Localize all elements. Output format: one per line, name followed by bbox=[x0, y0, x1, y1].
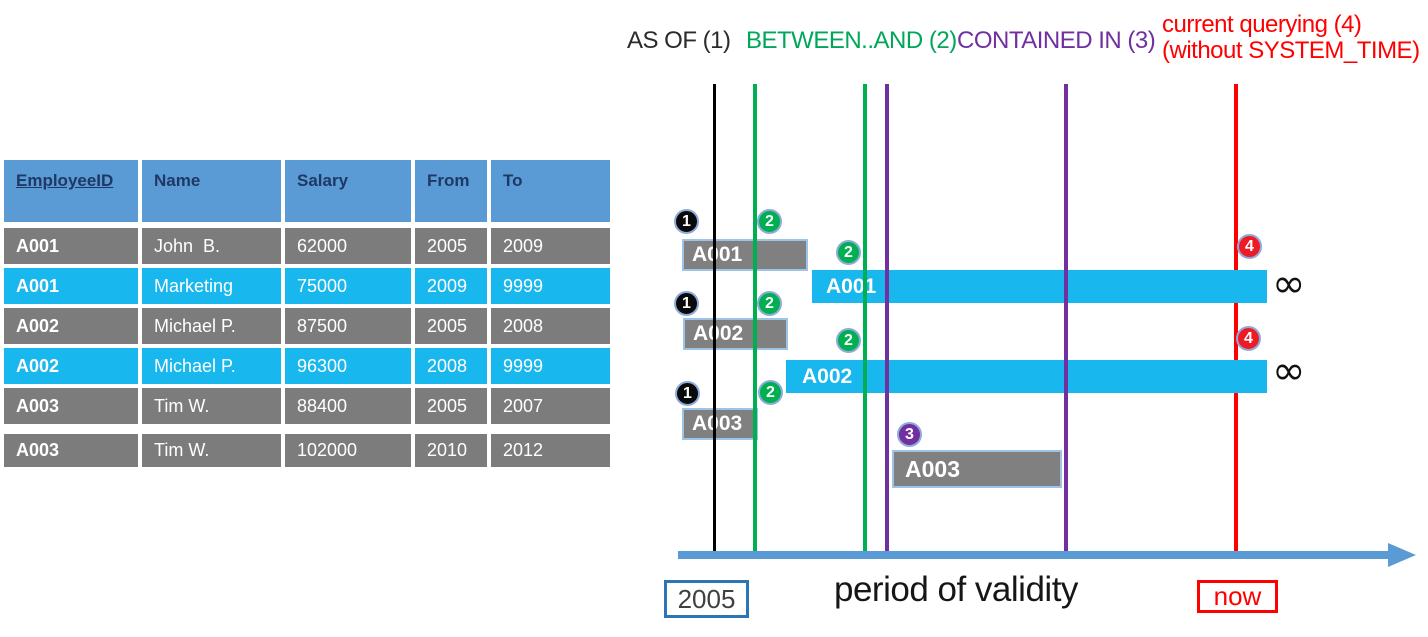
badge-2-icon: 2 bbox=[836, 240, 861, 265]
badge-1-icon: 1 bbox=[674, 209, 699, 234]
table-row: A001 John B. 62000 2005 2009 bbox=[4, 228, 610, 264]
table-header-row: EmployeeID Name Salary From To bbox=[4, 160, 610, 222]
timeline-bar-a002-historic: A002 bbox=[683, 318, 788, 350]
column-header-from: From bbox=[415, 160, 487, 222]
badge-1-icon: 1 bbox=[675, 381, 700, 406]
employee-table: EmployeeID Name Salary From To A001 John… bbox=[4, 160, 610, 471]
badge-1-icon: 1 bbox=[674, 291, 699, 316]
cell-to: 2012 bbox=[491, 434, 610, 467]
cell-employeeid: A003 bbox=[4, 388, 138, 424]
time-axis-arrowhead-icon bbox=[1388, 543, 1416, 567]
axis-start-year-box: 2005 bbox=[664, 580, 749, 618]
cell-to: 2009 bbox=[491, 228, 610, 264]
column-header-salary: Salary bbox=[285, 160, 411, 222]
badge-2-icon: 2 bbox=[757, 209, 782, 234]
axis-now-box: now bbox=[1197, 580, 1278, 613]
cell-salary: 62000 bbox=[285, 228, 411, 264]
column-header-name: Name bbox=[142, 160, 281, 222]
badge-2-icon: 2 bbox=[836, 328, 861, 353]
timeline-bar-a002-current: A002 bbox=[786, 360, 1267, 393]
cell-to: 2008 bbox=[491, 308, 610, 344]
cell-name: Tim W. bbox=[142, 434, 281, 467]
cell-employeeid: A001 bbox=[4, 268, 138, 304]
column-header-employeeid: EmployeeID bbox=[4, 160, 138, 222]
cell-employeeid: A002 bbox=[4, 308, 138, 344]
cell-salary: 102000 bbox=[285, 434, 411, 467]
timeline-bar-a003-historic2: A003 bbox=[892, 450, 1062, 488]
table-row: A002 Michael P. 87500 2005 2008 bbox=[4, 308, 610, 344]
column-header-to: To bbox=[491, 160, 610, 222]
legend-current-querying-line1: current querying (4) bbox=[1162, 11, 1362, 38]
bar-label: A002 bbox=[693, 322, 744, 345]
cell-to: 2007 bbox=[491, 388, 610, 424]
cell-from: 2005 bbox=[415, 308, 487, 344]
cell-to: 9999 bbox=[491, 348, 610, 384]
cell-salary: 75000 bbox=[285, 268, 411, 304]
legend-current-querying-line2: (without SYSTEM_TIME) bbox=[1162, 37, 1420, 64]
cell-employeeid: A002 bbox=[4, 348, 138, 384]
cell-employeeid: A001 bbox=[4, 228, 138, 264]
cell-employeeid: A003 bbox=[4, 434, 138, 467]
badge-3-icon: 3 bbox=[897, 422, 922, 447]
timeline-bar-a001-historic: A001 bbox=[682, 239, 808, 271]
badge-2-icon: 2 bbox=[758, 380, 783, 405]
timeline-bar-a003-historic1: A003 bbox=[682, 408, 758, 440]
cell-name: Tim W. bbox=[142, 388, 281, 424]
badge-2-icon: 2 bbox=[757, 291, 782, 316]
cell-salary: 87500 bbox=[285, 308, 411, 344]
cell-from: 2005 bbox=[415, 228, 487, 264]
cell-salary: 96300 bbox=[285, 348, 411, 384]
bar-label: A001 bbox=[692, 243, 743, 266]
table-body: A001 John B. 62000 2005 2009 A001 Market… bbox=[4, 228, 610, 471]
column-header-to-label: To bbox=[503, 171, 523, 190]
between-and-end-line bbox=[863, 84, 867, 557]
axis-title: period of validity bbox=[834, 570, 1078, 609]
timeline-bar-a001-current: A001 bbox=[812, 270, 1267, 303]
column-header-from-label: From bbox=[427, 171, 470, 190]
cell-to: 9999 bbox=[491, 268, 610, 304]
between-and-start-line bbox=[753, 84, 757, 557]
table-row-highlighted: A002 Michael P. 96300 2008 9999 bbox=[4, 348, 610, 384]
bar-label: A003 bbox=[905, 455, 960, 482]
infinity-icon: ∞ bbox=[1272, 348, 1306, 394]
contained-in-start-line bbox=[885, 84, 889, 557]
cell-name: Michael P. bbox=[142, 308, 281, 344]
cell-from: 2010 bbox=[415, 434, 487, 467]
cell-name: John B. bbox=[142, 228, 281, 264]
bar-label: A001 bbox=[826, 274, 877, 298]
infinity-icon: ∞ bbox=[1272, 261, 1306, 307]
current-querying-line bbox=[1234, 84, 1238, 557]
table-row: A003 Tim W. 102000 2010 2012 bbox=[4, 434, 610, 467]
badge-4-icon: 4 bbox=[1237, 234, 1262, 259]
column-header-employeeid-label: EmployeeID bbox=[16, 171, 114, 190]
bar-label: A002 bbox=[802, 364, 853, 388]
as-of-line bbox=[713, 84, 716, 557]
cell-from: 2005 bbox=[415, 388, 487, 424]
contained-in-end-line bbox=[1064, 84, 1068, 557]
badge-4-icon: 4 bbox=[1236, 326, 1261, 351]
cell-from: 2008 bbox=[415, 348, 487, 384]
legend-as-of: AS OF (1) bbox=[627, 27, 731, 54]
cell-name: Marketing bbox=[142, 268, 281, 304]
column-header-name-label: Name bbox=[154, 171, 201, 190]
table-row: A003 Tim W. 88400 2005 2007 bbox=[4, 388, 610, 424]
time-axis bbox=[678, 551, 1390, 559]
legend-between-and: BETWEEN..AND (2) bbox=[746, 27, 957, 54]
column-header-salary-label: Salary bbox=[297, 171, 349, 190]
cell-name: Michael P. bbox=[142, 348, 281, 384]
legend-contained-in: CONTAINED IN (3) bbox=[957, 27, 1156, 54]
cell-salary: 88400 bbox=[285, 388, 411, 424]
bar-label: A003 bbox=[692, 412, 743, 435]
cell-from: 2009 bbox=[415, 268, 487, 304]
table-row-highlighted: A001 Marketing 75000 2009 9999 bbox=[4, 268, 610, 304]
